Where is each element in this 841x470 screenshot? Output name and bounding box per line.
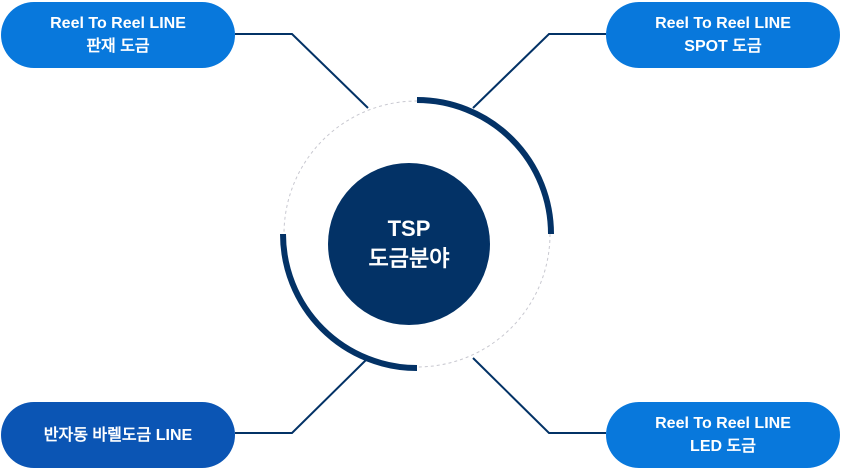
connector-top-right: [472, 33, 606, 109]
node-bottom-right-line2: LED 도금: [690, 438, 756, 455]
node-top-left-line1: Reel To Reel LINE: [50, 15, 186, 32]
node-bottom-right: Reel To Reel LINE LED 도금: [606, 402, 840, 468]
node-top-right: Reel To Reel LINE SPOT 도금: [606, 2, 840, 68]
arc-bottom-left: [280, 233, 418, 371]
node-top-right-line1: Reel To Reel LINE: [655, 15, 791, 32]
node-top-right-line2: SPOT 도금: [684, 38, 762, 55]
center-title: TSP: [387, 216, 431, 241]
connector-top-left: [235, 33, 369, 109]
node-top-left-line2: 판재 도금: [86, 38, 150, 55]
center-circle: TSP 도금분야: [328, 163, 490, 325]
connector-bottom-right: [472, 357, 606, 434]
connector-bottom-left: [235, 357, 369, 434]
node-bottom-left-line1: 반자동 바렐도금 LINE: [43, 426, 193, 444]
center-subtitle: 도금분야: [368, 246, 450, 271]
arc-top-right: [416, 97, 554, 235]
node-bottom-right-line1: Reel To Reel LINE: [655, 415, 791, 432]
node-bottom-left: 반자동 바렐도금 LINE: [1, 402, 235, 468]
node-top-left: Reel To Reel LINE 판재 도금: [1, 2, 235, 68]
